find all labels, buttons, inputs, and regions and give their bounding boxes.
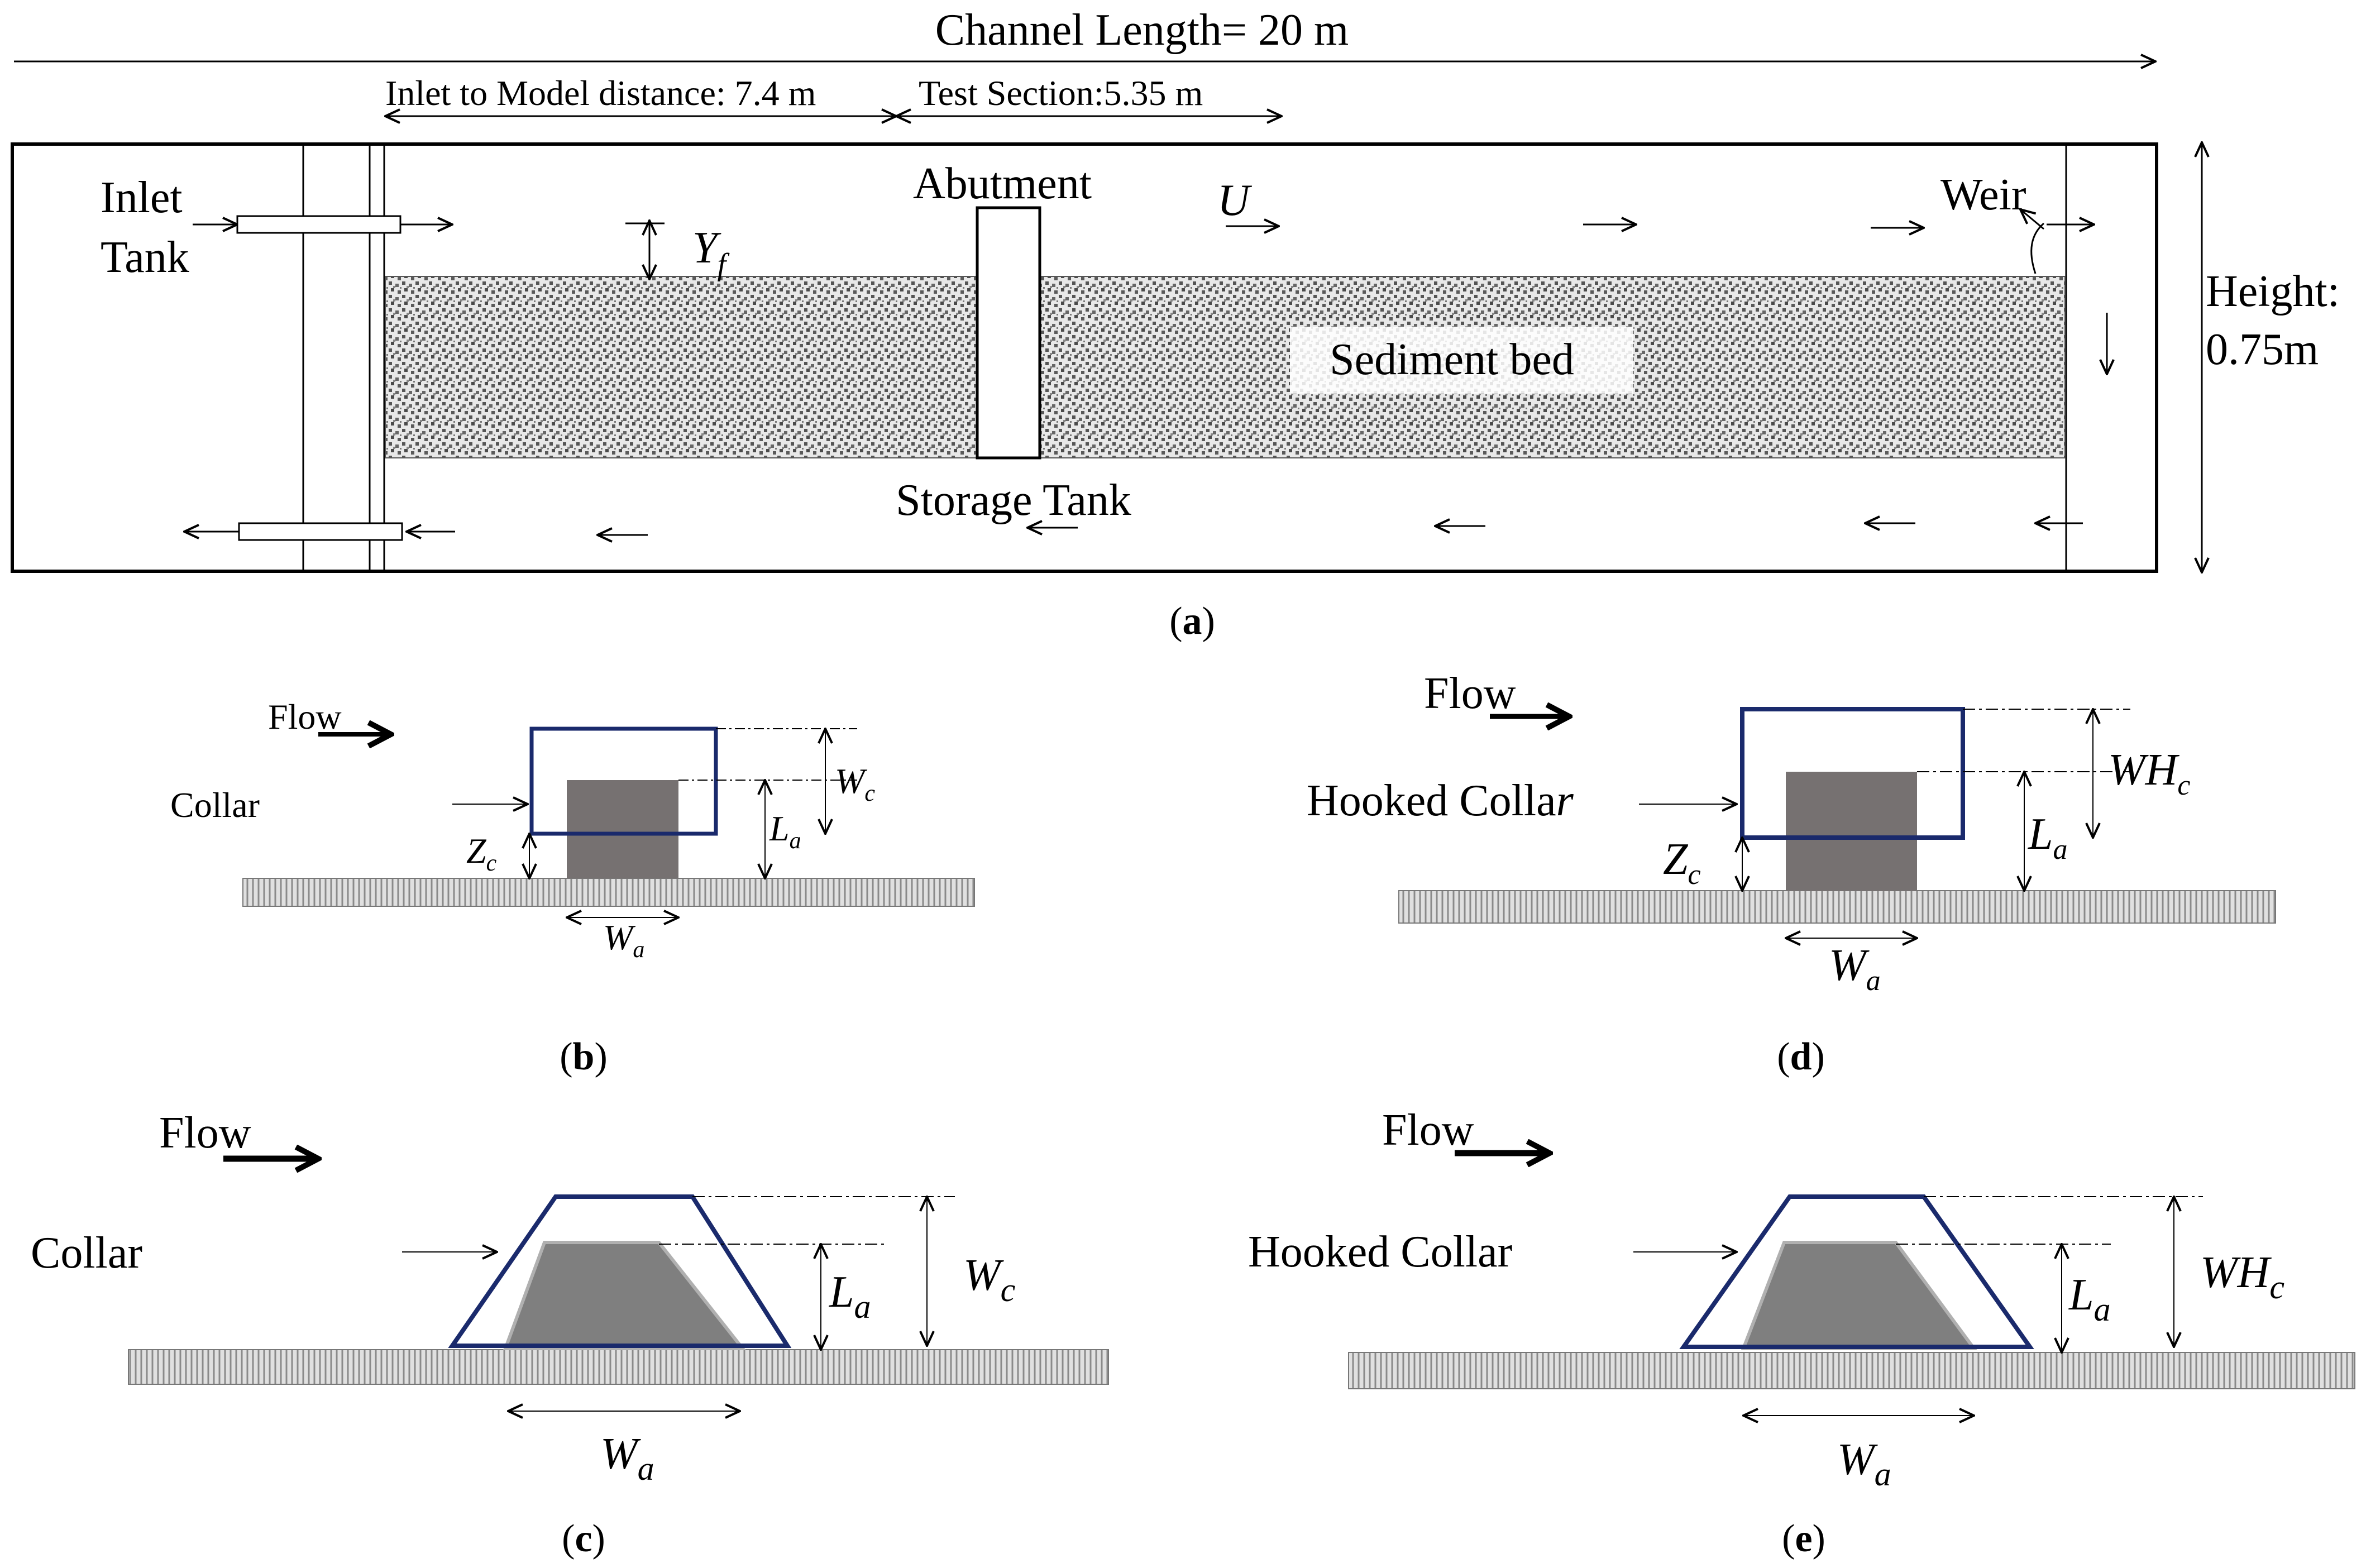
wa-label: Wa — [603, 917, 644, 963]
inlet-tank-label-2: Tank — [101, 233, 189, 282]
abutment-trapezoid — [508, 0, 740, 1350]
caption-a: (a) — [1169, 600, 1215, 643]
height-label-1: Height: — [2206, 267, 2340, 316]
bed-strip — [1348, 1352, 2355, 1389]
collar-outline — [529, 726, 718, 836]
flow-label: Flow — [1424, 669, 1516, 718]
weir-gate — [2030, 222, 2044, 274]
panel-c: Flow Collar Wc La Wa (c) — [31, 0, 1109, 1560]
abutment-label: Abutment — [913, 159, 1092, 208]
storage-tank-label: Storage Tank — [896, 476, 1131, 525]
bed-strip — [1398, 890, 2276, 924]
whc-label: WHc — [2108, 745, 2191, 801]
inlet-pipe-bottom — [238, 522, 403, 541]
test-section-label: Test Section:5.35 m — [919, 73, 1203, 113]
abutment-block — [976, 206, 1041, 460]
collar-outline — [448, 1194, 792, 1348]
inlet-distance-label: Inlet to Model distance: 7.4 m — [385, 73, 816, 113]
wc-label: Wc — [835, 761, 875, 806]
inlet-tank-label-1: Inlet — [101, 173, 183, 222]
channel-length-label: Channel Length= 20 m — [935, 6, 1349, 55]
abutment-block — [1786, 772, 1917, 891]
height-label-2: 0.75m — [2206, 325, 2319, 374]
abutment-shape — [503, 1241, 747, 1350]
sediment-bed-label-box — [1290, 327, 1633, 394]
caption-d: (d) — [1777, 1035, 1825, 1078]
panel-a: Channel Length= 20 m Inlet to Model dist… — [11, 6, 2340, 643]
whc-label: WHc — [2200, 1248, 2284, 1306]
bed-strip — [128, 1349, 1109, 1385]
panel-b: Flow Collar Wc La Zc Wa (b) — [170, 697, 975, 1078]
wc-label: Wc — [963, 1251, 1015, 1308]
weir-label: Weir — [1940, 170, 2026, 219]
panel-d: Flow Hooked Collar WHc La Zc Wa (d) — [1307, 669, 2276, 1078]
caption-c: (c) — [562, 1517, 605, 1560]
la-label: La — [2028, 810, 2068, 866]
sediment-bed-label: Sediment bed — [1330, 335, 1574, 384]
la-label: La — [769, 809, 801, 854]
sediment-bed — [385, 276, 2066, 458]
wa-label: Wa — [600, 1430, 654, 1487]
inlet-pipe-top — [236, 215, 401, 234]
hooked-collar-label: Hooked Collar — [1248, 1227, 1512, 1277]
flow-label: Flow — [159, 1108, 251, 1158]
wa-label: Wa — [1837, 1435, 1891, 1493]
collar-outline — [1740, 707, 1965, 840]
flow-label: Flow — [1382, 1106, 1474, 1155]
zc-label: Zc — [1663, 835, 1701, 891]
weir-rotation-arrow-icon — [2020, 209, 2044, 230]
caption-b: (b) — [560, 1035, 608, 1078]
bed-strip — [242, 878, 975, 907]
abutment-block — [567, 780, 678, 878]
depth-symbol: Yf — [692, 223, 730, 282]
collar-label: Collar — [31, 1228, 142, 1278]
la-label: La — [829, 1268, 871, 1325]
caption-e: (e) — [1782, 1517, 1825, 1560]
abutment-shape — [1741, 1241, 1977, 1350]
wa-label: Wa — [1829, 941, 1881, 997]
zc-label: Zc — [466, 831, 497, 876]
panel-e: Flow Hooked Collar WHc La Wa (e) — [1248, 1106, 2355, 1560]
flow-label: Flow — [268, 697, 342, 737]
hooked-collar-label: Hooked Collar — [1307, 776, 1574, 825]
flume-outline — [11, 142, 2158, 573]
la-label: La — [2068, 1270, 2111, 1328]
collar-outline — [1679, 1194, 2034, 1349]
collar-label: Collar — [170, 785, 260, 825]
velocity-symbol: U — [1217, 176, 1253, 225]
